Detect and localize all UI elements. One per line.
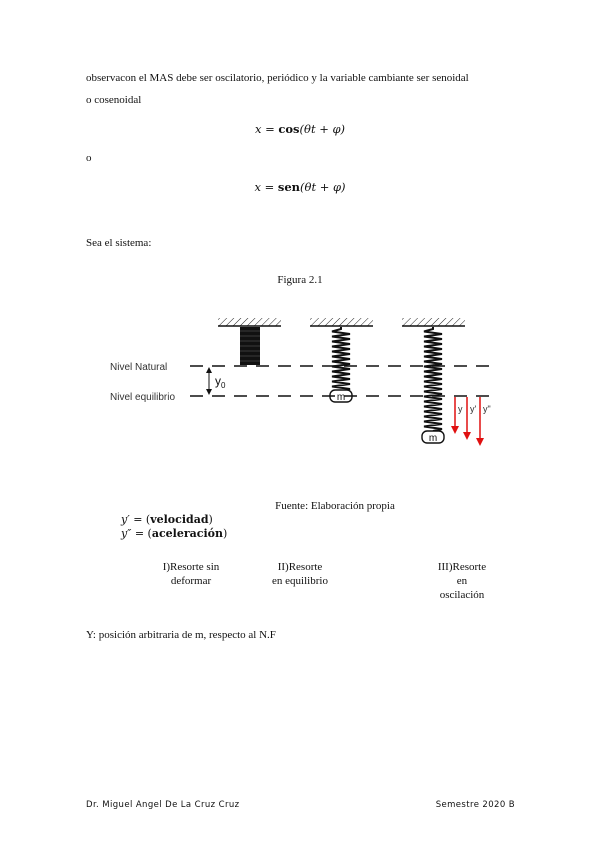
equation-cos-arg: (θt + φ) xyxy=(299,122,346,136)
y0-label-main: y xyxy=(215,374,221,388)
state-1: I)Resorte sin deformar xyxy=(141,560,241,588)
spring-figure: m m Nivel Natural Nivel equilibrio y0 y … xyxy=(110,318,491,446)
spring-2 xyxy=(331,327,351,392)
figure-caption: Figura 2.1 xyxy=(277,274,323,286)
mass-3-label: m xyxy=(429,433,437,444)
spring-3 xyxy=(423,327,443,432)
state-2-line-2: en equilibrio xyxy=(272,575,328,587)
state-3-line-1: III)Resorte xyxy=(437,561,487,573)
derivative-velocity: y′ = (velocidad) xyxy=(121,513,213,527)
equation-sen-arg: (θt + φ) xyxy=(300,180,346,194)
mass-2-label: m xyxy=(337,392,345,403)
spring-1 xyxy=(240,327,260,365)
derivative-acceleration: y″ = (aceleración) xyxy=(121,527,227,541)
state-2-line-1: II)Resorte xyxy=(277,561,323,573)
y0-label-sub: 0 xyxy=(221,381,226,390)
derivative-acceleration-eq: = ( xyxy=(131,527,152,540)
derivative-velocity-close: ) xyxy=(208,513,213,526)
footer-semester: Semestre 2020 B xyxy=(435,800,515,810)
equation-cos-lhs: x = xyxy=(254,122,279,136)
equation-sen: x = sen(θt + φ) xyxy=(200,180,400,194)
equation-cos: x = cos(θt + φ) xyxy=(200,122,400,136)
intro-line-1: observacon el MAS debe ser oscilatorio, … xyxy=(86,72,469,84)
derivative-velocity-word: velocidad xyxy=(150,513,209,526)
footer-author: Dr. Miguel Angel De La Cruz Cruz xyxy=(86,800,240,810)
figure-source: Fuente: Elaboración propia xyxy=(275,500,395,512)
derivative-acceleration-close: ) xyxy=(222,527,228,540)
state-1-line-1: I)Resorte sin xyxy=(162,561,220,573)
arrow-label-y-prime: y' xyxy=(470,404,477,414)
equation-sen-lhs: x = xyxy=(254,180,278,194)
state-1-line-2: deformar xyxy=(170,575,212,587)
derivative-acceleration-word: aceleración xyxy=(151,527,223,540)
derivative-acceleration-symbol: y″ xyxy=(121,527,132,540)
derivative-velocity-symbol: y′ xyxy=(121,513,130,526)
equation-cos-fn: cos xyxy=(278,122,300,136)
arrow-label-y-double-prime: y" xyxy=(483,404,491,414)
state-3-line-2: en xyxy=(456,575,468,587)
red-arrows xyxy=(451,397,484,446)
mass-3: m xyxy=(421,430,445,444)
support-1 xyxy=(218,318,281,327)
state-3: III)Resorte en oscilación xyxy=(412,560,512,602)
derivative-velocity-eq: = ( xyxy=(129,513,151,526)
state-2: II)Resorte en equilibrio xyxy=(245,560,355,588)
support-3 xyxy=(402,318,465,327)
equation-sen-fn: sen xyxy=(277,180,301,194)
intro-line-2: o cosenoidal xyxy=(86,94,142,106)
state-3-line-3: oscilación xyxy=(439,589,485,601)
nivel-natural-label: Nivel Natural xyxy=(110,362,167,373)
or-word: o xyxy=(86,152,92,164)
support-2 xyxy=(310,318,373,327)
y0-arrow xyxy=(206,367,212,395)
nivel-equilibrio-label: Nivel equilibrio xyxy=(110,392,175,403)
definition-line: Y: posición arbitraria de m, respecto al… xyxy=(86,629,276,641)
y0-label: y0 xyxy=(215,374,226,390)
system-label: Sea el sistema: xyxy=(86,237,152,249)
arrow-label-y: y xyxy=(458,404,463,414)
